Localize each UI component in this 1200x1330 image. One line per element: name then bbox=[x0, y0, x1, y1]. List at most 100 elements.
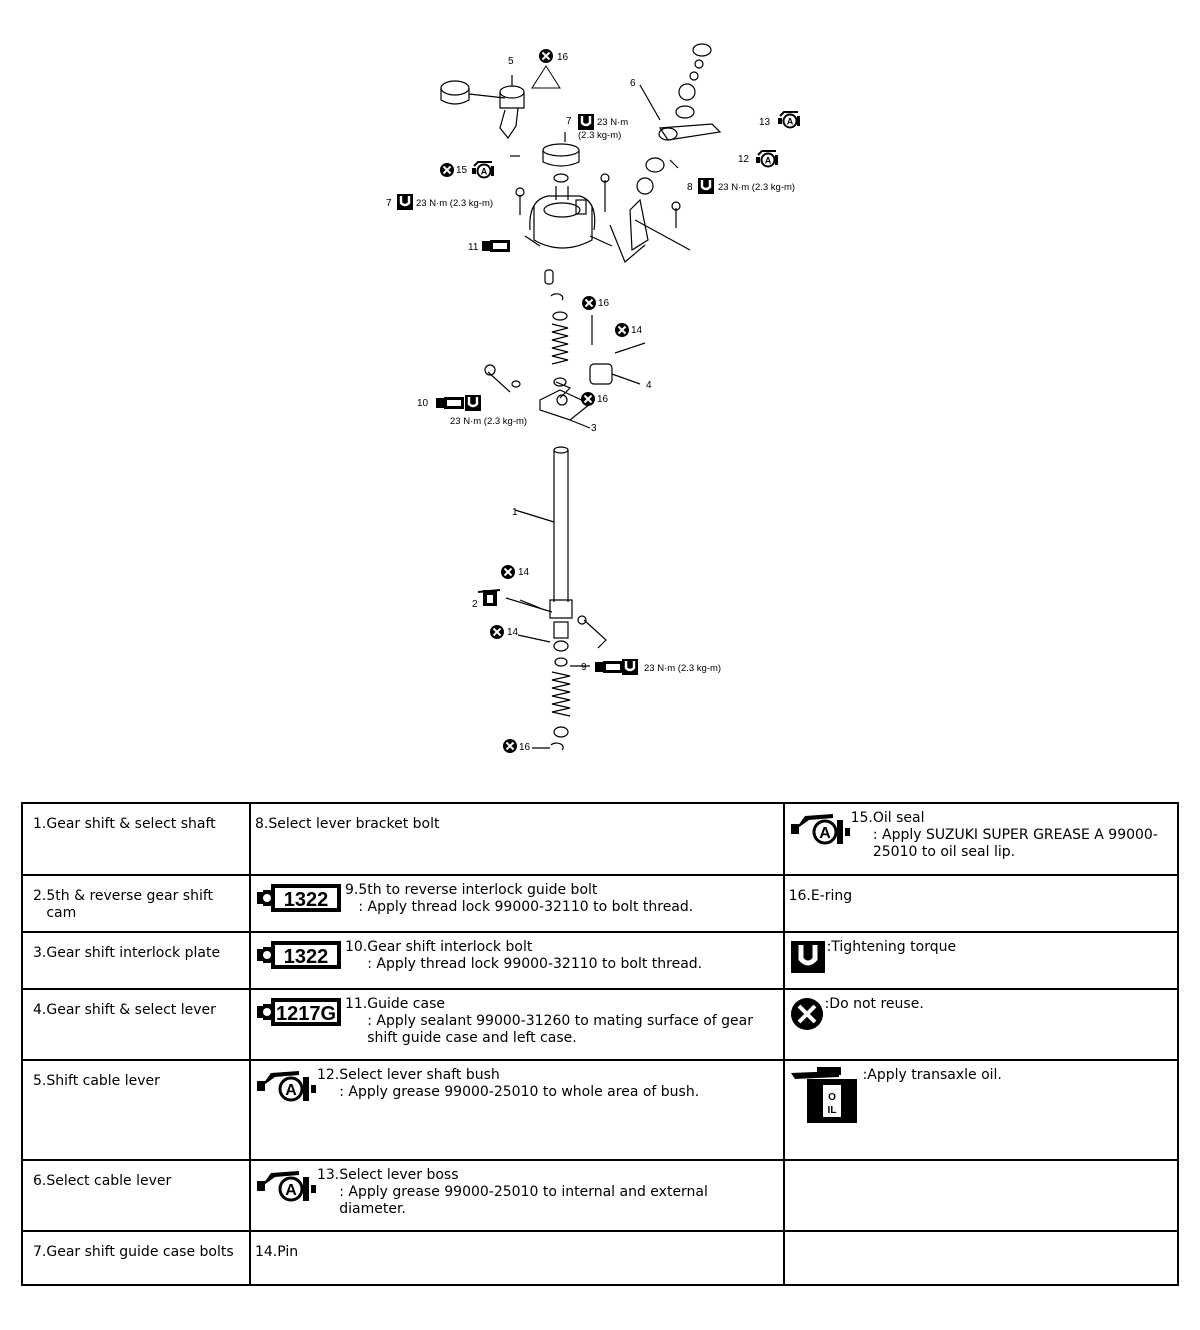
legend-cell-part: O IL : Apply transaxle oil. bbox=[782, 1059, 1180, 1161]
svg-text:7: 7 bbox=[566, 116, 572, 127]
item-number: 6. bbox=[33, 1173, 47, 1189]
item-number: : bbox=[862, 1067, 868, 1083]
legend-cell-part: 1. Gear shift & select shaft bbox=[21, 802, 251, 876]
item-name: 5th & reverse gear shift cam bbox=[46, 888, 214, 921]
svg-text:23 N·m: 23 N·m bbox=[597, 117, 628, 128]
thread-lock-1322-icon: 1322 bbox=[255, 882, 345, 914]
legend-cell-part: 1322 9. 5th to reverse interlock guide b… bbox=[248, 874, 785, 933]
item-name: Guide case bbox=[367, 996, 445, 1012]
svg-text:15: 15 bbox=[456, 165, 468, 176]
svg-text:A: A bbox=[285, 1182, 297, 1199]
item-name: Gear shift interlock bolt bbox=[367, 939, 533, 955]
legend-cell-part: 2. 5th & reverse gear shift cam bbox=[21, 874, 251, 933]
item-name: Gear shift & select shaft bbox=[46, 816, 216, 832]
grease-a-icon: A bbox=[255, 1167, 317, 1203]
shift-cam-part bbox=[505, 597, 607, 751]
svg-text:16: 16 bbox=[557, 52, 569, 63]
legend-cell-part: 3. Gear shift interlock plate bbox=[21, 931, 251, 990]
svg-text:16: 16 bbox=[598, 298, 610, 309]
item-name: Gear shift guide case bolts bbox=[46, 1244, 234, 1260]
item-name: Oil seal bbox=[872, 810, 925, 826]
svg-text:23 N·m (2.3 kg-m): 23 N·m (2.3 kg-m) bbox=[644, 663, 721, 674]
item-name: Gear shift interlock plate bbox=[46, 945, 221, 961]
svg-text:7: 7 bbox=[386, 198, 392, 209]
upper-spring-part bbox=[550, 293, 593, 387]
legend-cell-part: A 13. Select lever boss : Apply grease 9… bbox=[248, 1159, 785, 1232]
select-lever-part bbox=[589, 342, 646, 385]
item-number: 14. bbox=[254, 1244, 278, 1260]
legend-row: 1. Gear shift & select shaft 8. Select l… bbox=[21, 802, 1180, 876]
svg-text:23 N·m (2.3 kg-m): 23 N·m (2.3 kg-m) bbox=[718, 182, 795, 193]
legend-cell-part: 16. E-ring bbox=[782, 874, 1180, 933]
item-number: 1. bbox=[33, 816, 47, 832]
item-number: 7. bbox=[33, 1244, 47, 1260]
svg-text:14: 14 bbox=[631, 325, 643, 336]
svg-text:2: 2 bbox=[472, 599, 478, 610]
item-name: Pin bbox=[277, 1244, 299, 1260]
grease-markers bbox=[471, 111, 801, 179]
oil-can-icon: O IL bbox=[789, 1067, 863, 1125]
torque-values: 23 N·m (2.3 kg-m) 23 N·m (2.3 kg-m) 23 N… bbox=[416, 117, 795, 674]
item-instruction: : Apply thread lock 99000-32110 to bolt … bbox=[367, 956, 703, 972]
legend-cell-part: 4. Gear shift & select lever bbox=[21, 988, 251, 1061]
interlock-plate-part bbox=[484, 364, 592, 429]
legend-row: 4. Gear shift & select lever 1217G 11. G… bbox=[21, 988, 1180, 1061]
shift-cable-lever-part bbox=[440, 75, 525, 140]
svg-text:5: 5 bbox=[508, 56, 514, 67]
svg-text:9: 9 bbox=[581, 662, 587, 673]
legend-cell-part bbox=[782, 1230, 1180, 1286]
item-number: 2. bbox=[33, 888, 47, 904]
svg-text:4: 4 bbox=[646, 380, 652, 391]
svg-text:8: 8 bbox=[687, 182, 693, 193]
legend-cell-part: 8. Select lever bracket bolt bbox=[248, 802, 785, 876]
parts-legend-table: 1. Gear shift & select shaft 8. Select l… bbox=[21, 802, 1180, 1286]
svg-text:23 N·m (2.3 kg-m): 23 N·m (2.3 kg-m) bbox=[450, 416, 527, 427]
item-name: Apply transaxle oil. bbox=[867, 1067, 1002, 1083]
svg-text:16: 16 bbox=[597, 394, 609, 405]
item-number: 10. bbox=[344, 939, 368, 955]
item-name: Gear shift & select lever bbox=[46, 1002, 216, 1018]
oil-marker bbox=[477, 589, 501, 606]
svg-text:IL: IL bbox=[827, 1105, 836, 1116]
torque-icon bbox=[789, 939, 827, 975]
svg-text:A: A bbox=[819, 825, 831, 842]
exploded-parts-diagram: A bbox=[386, 43, 801, 754]
legend-cell-part: 14. Pin bbox=[248, 1230, 785, 1286]
item-number: 15. bbox=[850, 810, 873, 826]
item-name: Select lever boss bbox=[339, 1167, 459, 1183]
grease-a-icon: A bbox=[255, 1067, 317, 1103]
svg-text:10: 10 bbox=[417, 398, 429, 409]
select-cable-lever-part bbox=[609, 43, 722, 263]
item-name: 5th to reverse interlock guide bolt bbox=[358, 882, 598, 898]
grease-a-icon: A bbox=[789, 810, 851, 846]
legend-cell-part: A 12. Select lever shaft bush : Apply gr… bbox=[248, 1059, 785, 1161]
svg-text:6: 6 bbox=[630, 78, 636, 89]
legend-row: 6. Select cable lever A 13. Select lever… bbox=[21, 1159, 1180, 1232]
svg-text:16: 16 bbox=[519, 742, 531, 753]
select-shaft-part bbox=[514, 446, 569, 602]
svg-text:(2.3 kg-m): (2.3 kg-m) bbox=[578, 130, 621, 141]
item-number: 12. bbox=[316, 1067, 340, 1083]
svg-text:11: 11 bbox=[468, 242, 479, 253]
svg-text:A: A bbox=[285, 1082, 297, 1099]
item-instruction: : Apply sealant 99000-31260 to mating su… bbox=[367, 1013, 753, 1046]
legend-row: 7. Gear shift guide case bolts 14. Pin bbox=[21, 1230, 1180, 1286]
legend-cell-part: : Do not reuse. bbox=[782, 988, 1180, 1061]
item-number: 16. bbox=[788, 888, 811, 904]
legend-cell-part: 1322 10. Gear shift interlock bolt : App… bbox=[248, 931, 785, 990]
svg-text:1217G: 1217G bbox=[276, 1003, 336, 1025]
svg-text:13: 13 bbox=[759, 117, 771, 128]
item-name: Shift cable lever bbox=[46, 1073, 160, 1089]
svg-text:1: 1 bbox=[512, 507, 518, 518]
sealant-1217g-icon: 1217G bbox=[255, 996, 345, 1028]
item-name: Select cable lever bbox=[46, 1173, 172, 1189]
item-number: 8. bbox=[254, 816, 269, 832]
item-instruction: : Apply SUZUKI SUPER GREASE A 99000-2501… bbox=[872, 827, 1158, 860]
legend-cell-part: A 15. Oil seal : Apply SUZUKI SUPER GREA… bbox=[782, 802, 1180, 876]
svg-text:14: 14 bbox=[507, 627, 519, 638]
item-name: Select lever bracket bolt bbox=[268, 816, 440, 832]
item-number: : bbox=[826, 939, 832, 955]
svg-text:1322: 1322 bbox=[284, 889, 329, 911]
thread-lock-1322-icon: 1322 bbox=[255, 939, 345, 971]
item-number: 5. bbox=[33, 1073, 47, 1089]
